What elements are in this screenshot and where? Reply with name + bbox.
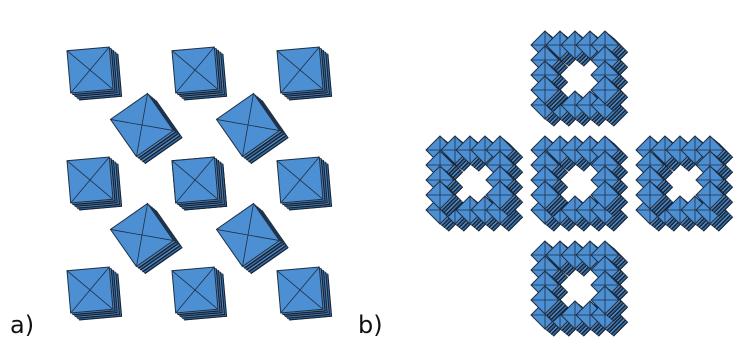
octahedron-a-outer-2-1 <box>171 266 228 321</box>
panel-a-label: a) <box>10 311 35 339</box>
octahedron-b-tunnel-left-left-2 <box>425 180 464 217</box>
octahedron-b-tunnel-left-right-2 <box>485 180 524 217</box>
panel-b-octahedral-tunnels <box>425 30 734 337</box>
octahedron-a-center-0 <box>171 156 228 211</box>
octahedron-a-outer-0-0 <box>66 46 123 101</box>
octahedron-a-outer-2-2 <box>276 266 333 321</box>
octahedron-a-outer-1-2 <box>276 156 333 211</box>
octahedron-a-outer-0-2 <box>276 46 333 101</box>
octahedron-b-tunnel-center-right-2 <box>590 180 629 217</box>
octahedron-a-link-1 <box>215 92 289 165</box>
octahedron-a-outer-0-1 <box>171 46 228 101</box>
octahedron-b-tunnel-bottom-right-2 <box>590 285 629 322</box>
octahedron-b-tunnel-right-left-0 <box>635 150 674 187</box>
octahedron-a-outer-1-0 <box>66 156 123 211</box>
octahedron-b-tunnel-top-left-2 <box>530 75 569 112</box>
octahedron-b-tunnel-right-right-2 <box>695 180 734 217</box>
octahedron-b-tunnel-bottom-right-1 <box>590 270 629 307</box>
octahedron-b-tunnel-right-left-2 <box>635 180 674 217</box>
octahedron-b-tunnel-bottom-left-2 <box>530 285 569 322</box>
octahedron-a-link-2 <box>109 202 183 275</box>
octahedron-a-link-0 <box>109 92 183 165</box>
octahedron-b-tunnel-top-right-2 <box>590 75 629 112</box>
panel-b-label: b) <box>358 311 383 339</box>
octahedron-b-tunnel-left-bottom-4 <box>485 195 524 232</box>
octahedron-a-outer-2-0 <box>66 266 123 321</box>
panel-a-octahedral-grid <box>66 46 333 321</box>
octahedron-a-link-3 <box>215 202 289 275</box>
octahedron-b-tunnel-center-left-2 <box>530 180 569 217</box>
